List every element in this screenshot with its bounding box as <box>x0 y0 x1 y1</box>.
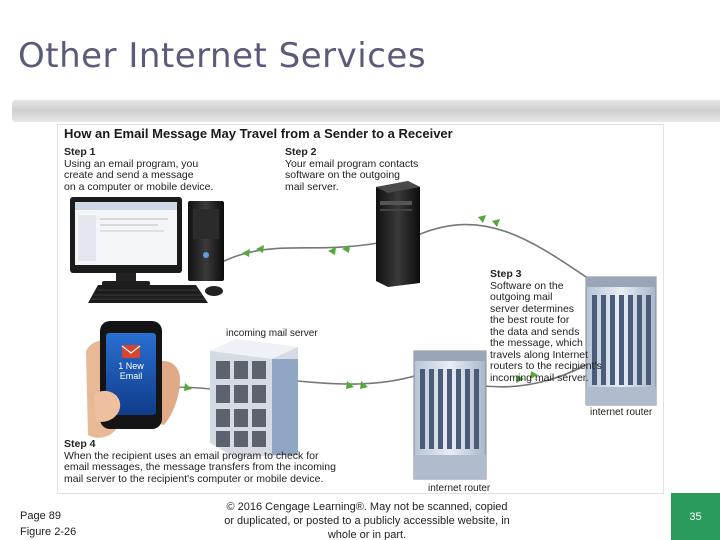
email-route-figure: How an Email Message May Travel from a S… <box>57 124 664 494</box>
slide-number-badge: 35 <box>671 493 720 540</box>
router-right-label: internet router <box>590 407 653 418</box>
page-reference: Page 89 Figure 2-26 <box>20 508 76 540</box>
figure-ref: Figure 2-26 <box>20 526 77 538</box>
page-ref: Page 89 <box>20 510 61 522</box>
step-1-heading: Step 1 <box>64 146 96 158</box>
email-envelope-icon <box>122 345 140 358</box>
slide-title: Other Internet Services <box>18 36 427 76</box>
keyboard <box>88 285 208 303</box>
step-2: Step 2 Your email program contacts softw… <box>285 146 419 193</box>
step-3-text: Software on the outgoing mail server det… <box>490 279 602 384</box>
mobile-phone-in-hand <box>86 321 180 438</box>
figure-illustration <box>70 181 657 480</box>
cable-pc-to-outgoing-server <box>215 242 379 266</box>
step-4-heading: Step 4 <box>64 438 96 450</box>
incoming-mail-server-label: incoming mail server <box>226 328 318 339</box>
router-bottom-label: internet router <box>428 483 491 494</box>
figure-title: How an Email Message May Travel from a S… <box>64 126 453 141</box>
step-3-heading: Step 3 <box>490 268 522 280</box>
copyright-notice: © 2016 Cengage Learning®. May not be sca… <box>224 501 510 540</box>
mouse <box>205 286 223 296</box>
step-1: Step 1 Using an email program, you creat… <box>64 146 214 193</box>
step-4-text: When the recipient uses an email program… <box>64 449 336 485</box>
internet-router-right <box>585 276 657 406</box>
phone-notification-line1: 1 New <box>118 361 144 371</box>
desktop-computer <box>70 197 224 303</box>
step-1-text: Using an email program, you create and s… <box>64 157 214 193</box>
monitor-stand <box>116 273 136 283</box>
slide-number: 35 <box>689 510 702 523</box>
phone-notification-line2: Email <box>119 371 143 381</box>
internet-router-bottom <box>413 350 487 480</box>
step-3: Step 3 Software on the outgoing mail ser… <box>490 268 602 384</box>
outgoing-mail-server <box>376 181 420 287</box>
phone-notification: 1 New Email <box>114 361 148 381</box>
incoming-mail-server <box>210 339 298 457</box>
step-2-text: Your email program contacts software on … <box>285 157 419 193</box>
step-4: Step 4 When the recipient uses an email … <box>64 438 336 485</box>
cable-outgoing-to-router <box>417 223 599 286</box>
title-underline-bar <box>12 100 720 122</box>
step-2-heading: Step 2 <box>285 146 317 158</box>
cable-router-to-incoming <box>297 374 419 385</box>
phone-screen <box>106 333 156 415</box>
